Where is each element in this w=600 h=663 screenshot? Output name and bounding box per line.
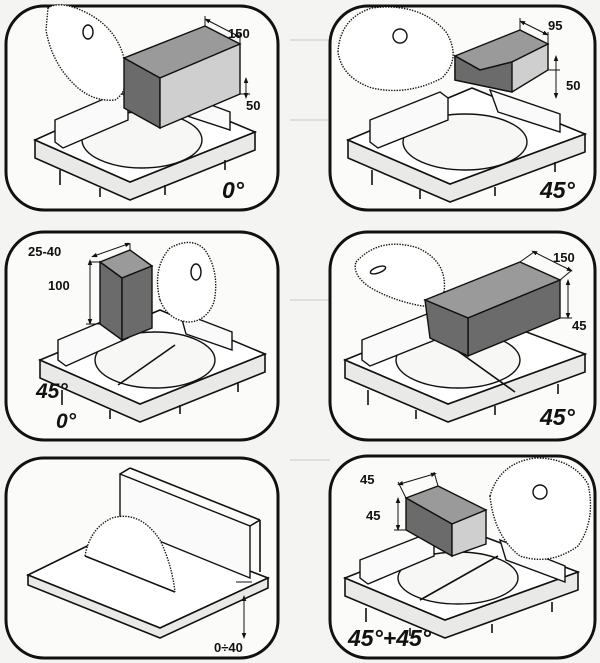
blade-arbor-hole <box>82 24 94 40</box>
fence-left <box>369 91 449 149</box>
background-show-through <box>290 39 330 461</box>
panel-bevel-45-stack: 25-40 100 45° 0° <box>4 230 280 442</box>
base-feet <box>371 162 556 199</box>
dimension-width: 150 <box>553 250 575 265</box>
dimension-arrow-thickness <box>91 242 131 258</box>
turntable-cut-line <box>419 555 499 601</box>
dimension-thickness: 25-40 <box>28 244 61 259</box>
base-feet <box>61 382 239 419</box>
dimension-arrow-width <box>204 18 241 38</box>
workpiece-front <box>454 54 513 93</box>
dimension-height: 50 <box>566 78 580 93</box>
dimension-height: 45 <box>572 318 586 333</box>
workpiece-side <box>121 264 153 342</box>
dimension-arrow-width <box>519 20 549 36</box>
dimension-width: 150 <box>228 26 250 41</box>
saw-blade <box>354 243 446 307</box>
dimension-height: 45 <box>366 508 380 523</box>
turntable <box>402 113 528 171</box>
panel-table-saw: 0÷40 <box>4 456 280 660</box>
dimension-height: 100 <box>48 278 70 293</box>
blade-slot <box>84 555 176 593</box>
angle-label: 45° <box>539 404 576 430</box>
angle-label: 45° <box>539 177 576 203</box>
base-feet <box>367 384 559 419</box>
panel-bevel-45: 150 45 45° <box>328 230 597 442</box>
dimension-width: 95 <box>548 18 562 33</box>
angle-label-primary: 45° <box>35 380 68 403</box>
rip-fence <box>119 472 251 580</box>
dimension-height: 50 <box>246 98 260 113</box>
base-feet <box>365 602 553 636</box>
panel-compound: 45 45 45°+45° <box>328 454 597 660</box>
angle-label: 0° <box>222 177 245 203</box>
saw-blade <box>337 6 454 92</box>
dimension-width: 45 <box>360 472 374 487</box>
blade-arbor-hole <box>532 484 548 500</box>
panel-crosscut-0: 150 50 0° <box>4 4 280 212</box>
saw-blade <box>45 4 127 101</box>
blade-arbor-hole <box>392 28 408 44</box>
fence-right <box>488 88 561 133</box>
saw-blade <box>84 515 176 593</box>
turntable-cut-line <box>117 344 176 386</box>
dimension-depth: 0÷40 <box>214 640 243 655</box>
base-feet <box>59 160 226 197</box>
panel-miter-45: 95 50 45° <box>328 4 597 212</box>
workpiece-side <box>451 508 487 557</box>
angle-label-secondary: 0° <box>56 410 77 433</box>
workpiece-front <box>424 298 469 358</box>
saw-table-edge <box>27 573 269 639</box>
angle-label: 45°+45° <box>347 625 432 651</box>
blade-arbor-hole <box>190 263 202 281</box>
saw-blade <box>489 457 592 560</box>
saw-blade <box>156 241 217 323</box>
dimension-arrow-width <box>397 472 437 486</box>
blade-arbor-hole <box>369 265 387 275</box>
dimension-arrow-width <box>531 250 573 272</box>
